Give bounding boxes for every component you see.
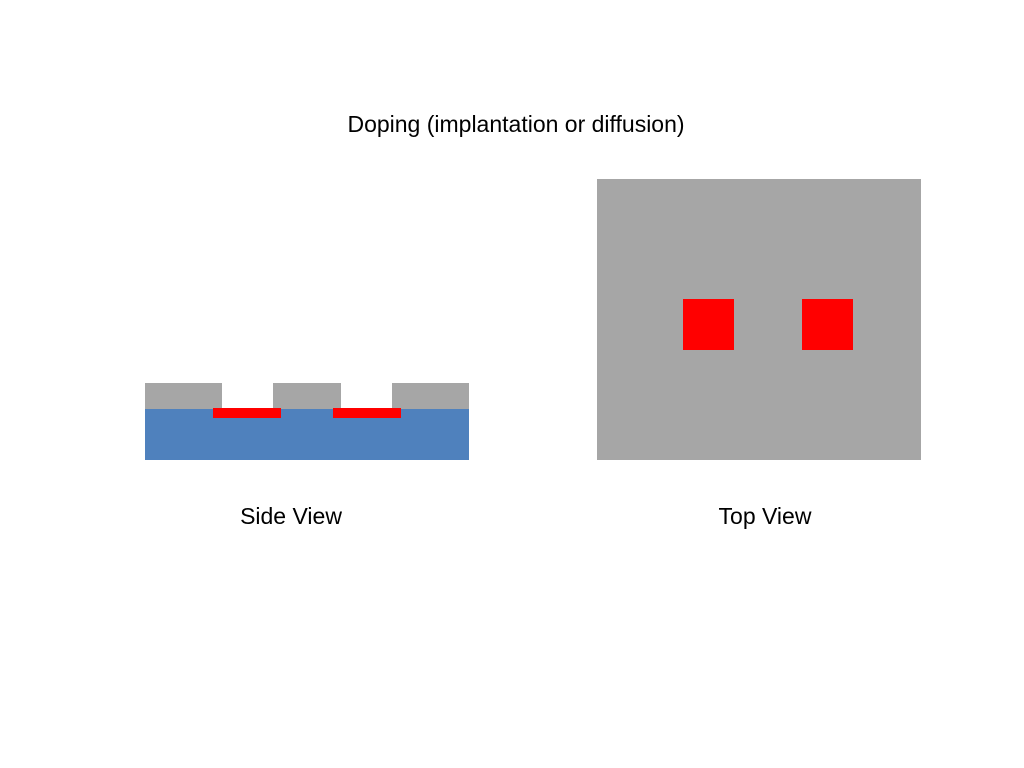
side-doped-region-right bbox=[333, 408, 401, 418]
side-mask-block-right bbox=[392, 383, 469, 409]
side-mask-block-left bbox=[145, 383, 222, 409]
top-view-caption: Top View bbox=[718, 503, 812, 529]
side-view-caption: Side View bbox=[240, 503, 342, 529]
side-mask-block-middle bbox=[273, 383, 341, 409]
side-substrate-layer bbox=[145, 409, 469, 460]
top-doped-region-right bbox=[802, 299, 853, 350]
side-doped-region-left bbox=[213, 408, 281, 418]
top-mask-area bbox=[597, 179, 921, 460]
top-doped-region-left bbox=[683, 299, 734, 350]
slide-title: Doping (implantation or diffusion) bbox=[347, 111, 685, 137]
